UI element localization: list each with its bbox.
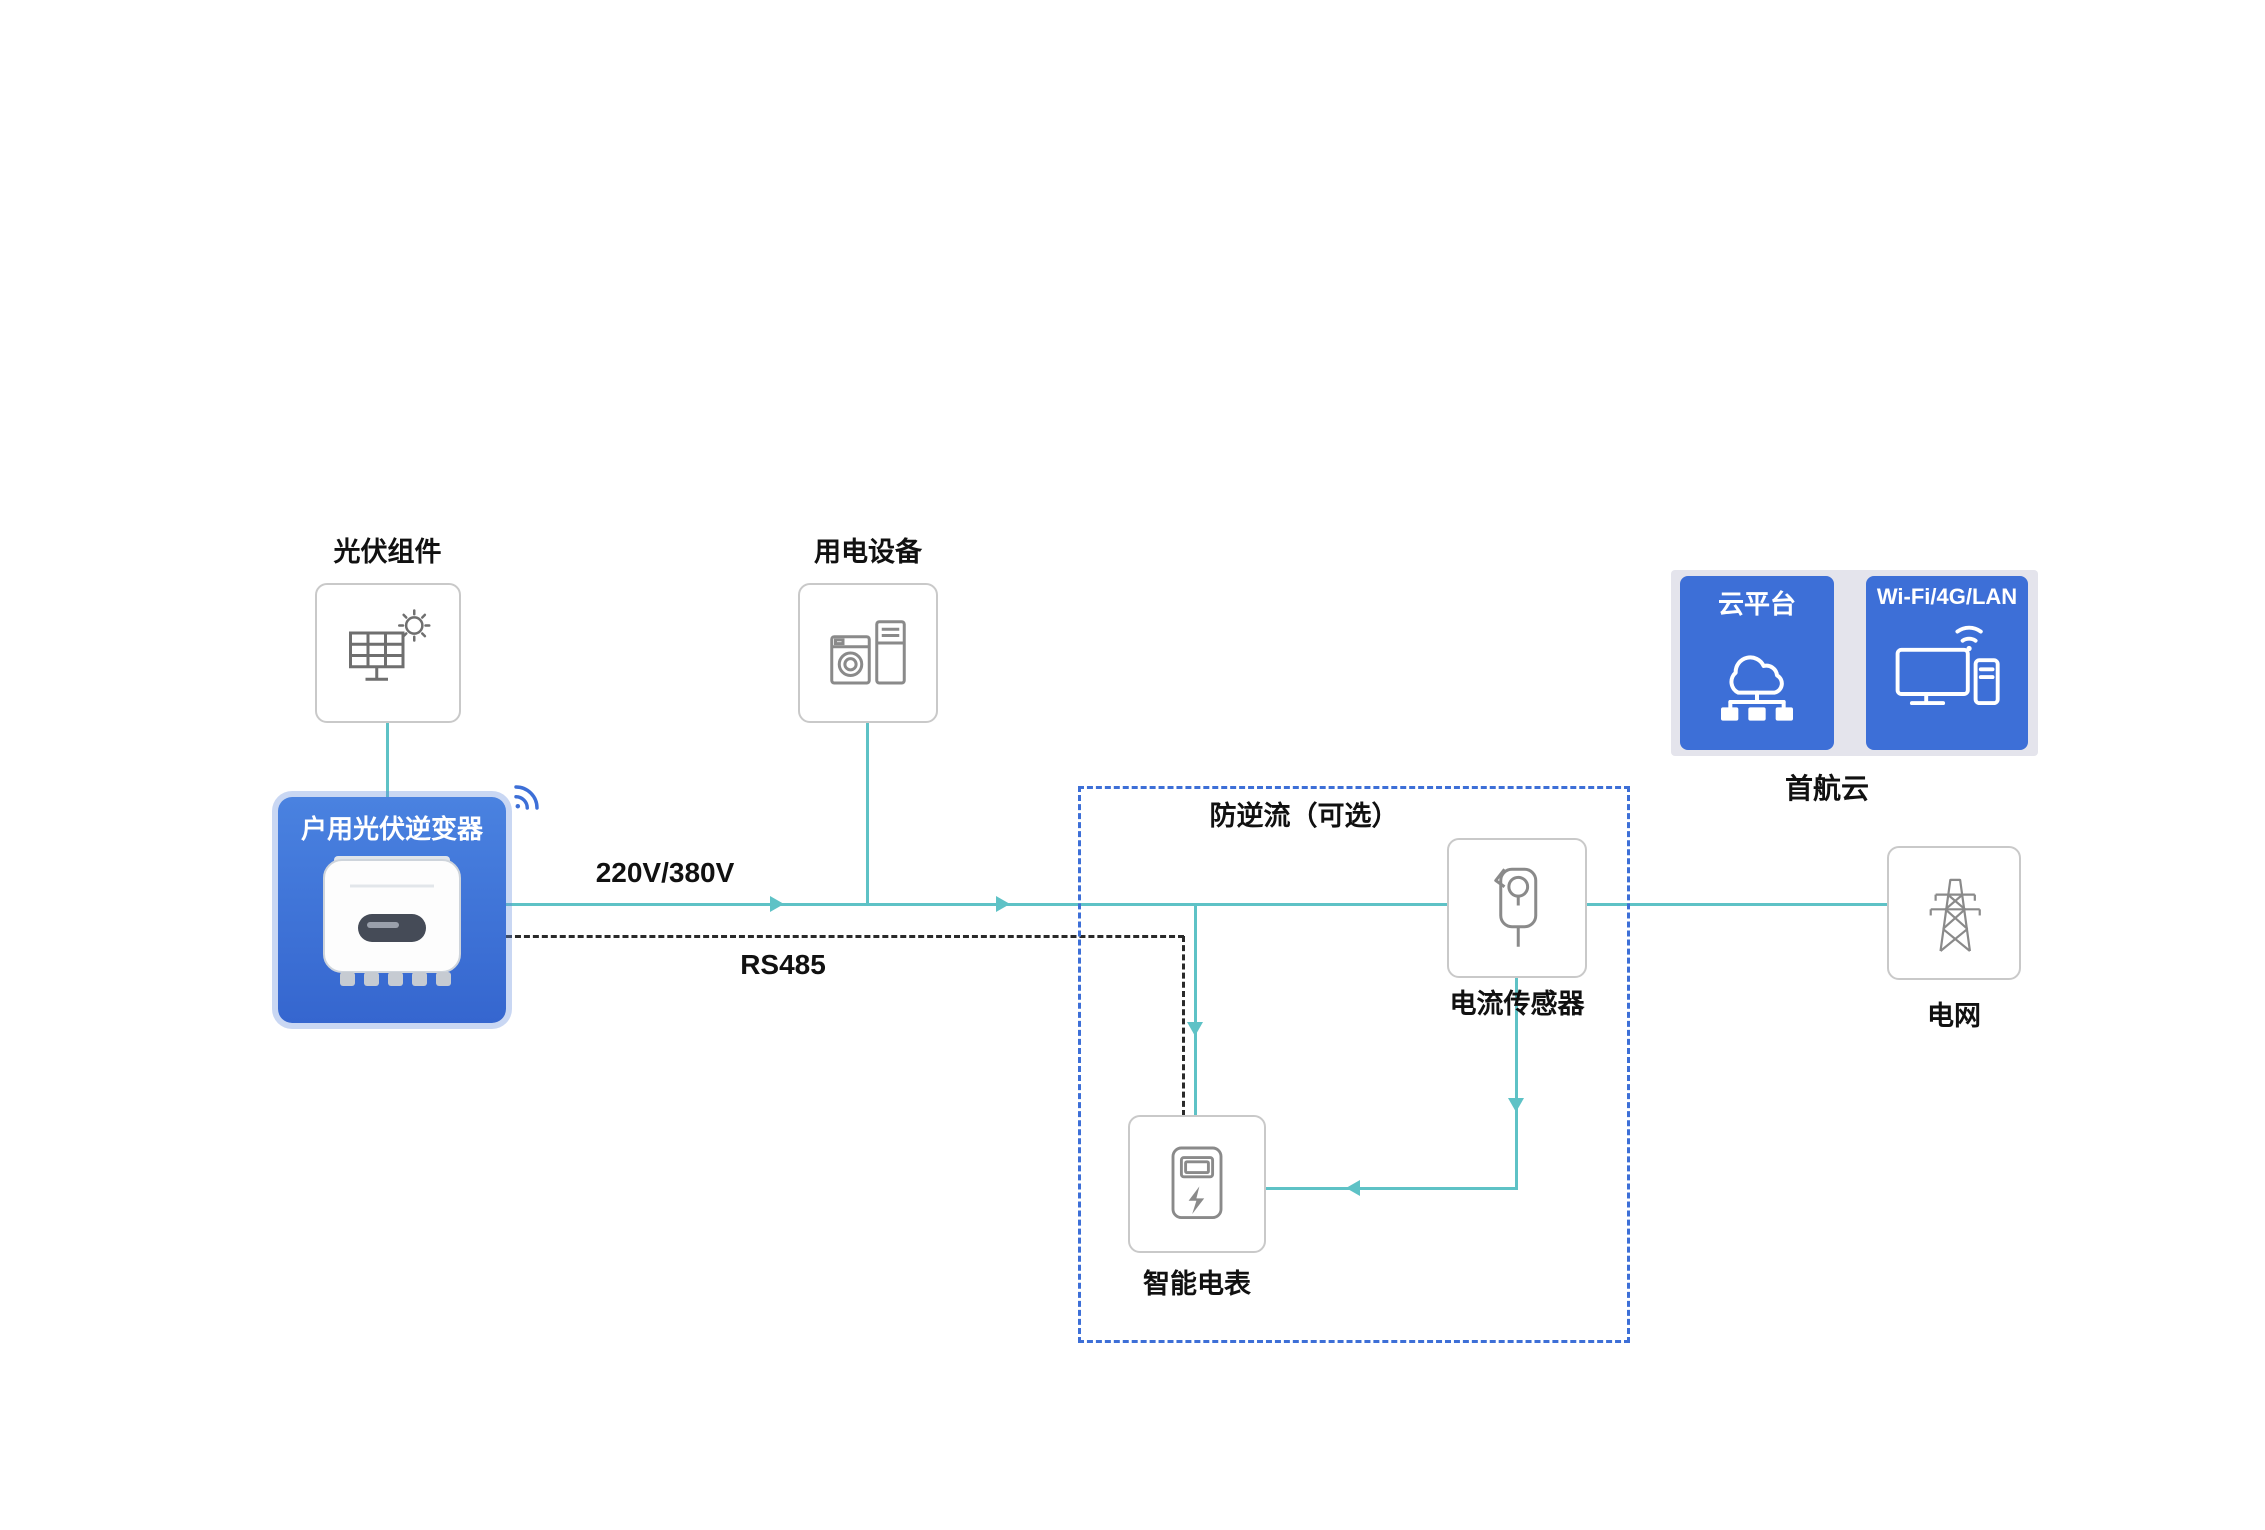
inverter-device-image [304,852,480,1002]
arrow-right-icon [770,896,784,912]
sensor-down-line [1515,977,1518,1190]
cloud-service-label: 首航云 [1784,773,1869,804]
rs485-label: RS485 [740,949,826,980]
sensor-to-meter-line [1266,1187,1518,1190]
anti-backflow-label: 防逆流（可选） [1209,801,1399,831]
ac-main-line [506,903,1889,906]
comm-module-label: Wi-Fi/4G/LAN [1876,584,2018,609]
smart-meter-node [1128,1115,1266,1253]
smart-meter-label: 智能电表 [1143,1269,1251,1299]
current-sensor-node [1447,838,1587,978]
pv-module-node [315,583,461,723]
rs485-vertical-line [1182,936,1185,1116]
anti-backflow-group [1078,786,1630,1343]
load-device-label: 用电设备 [814,537,922,567]
appliances-icon [818,603,918,703]
transmission-tower-icon [1905,864,2003,962]
arrow-right-icon [996,896,1010,912]
current-sensor-label: 电流传感器 [1449,989,1585,1019]
power-grid-label: 电网 [1927,1001,1981,1031]
current-clamp-icon [1467,858,1567,958]
load-device-node [798,583,938,723]
comm-module-card: Wi-Fi/4G/LAN [1866,576,2028,750]
pv-to-inverter-line [386,722,389,800]
pv-module-label: 光伏组件 [333,537,442,567]
cloud-platform-label: 云平台 [1717,589,1796,619]
cloud-network-icon [1697,623,1817,733]
smart-meter-icon [1149,1136,1245,1232]
arrow-down-icon [1187,1022,1203,1036]
meter-branch-line [1194,905,1197,1117]
solar-panel-icon [338,603,438,703]
monitor-wifi-icon [1882,616,2012,720]
wifi-signal-icon [510,778,546,814]
cloud-platform-card: 云平台 [1680,576,1834,750]
inverter-label: 户用光伏逆变器 [300,814,483,844]
arrow-down-icon [1508,1098,1524,1112]
power-grid-node [1887,846,2021,980]
rs485-horizontal-line [506,935,1184,938]
load-branch-line [866,722,869,905]
ac-voltage-label: 220V/380V [595,857,735,888]
arrow-left-icon [1346,1180,1360,1196]
inverter-node: 户用光伏逆变器 [278,797,506,1023]
